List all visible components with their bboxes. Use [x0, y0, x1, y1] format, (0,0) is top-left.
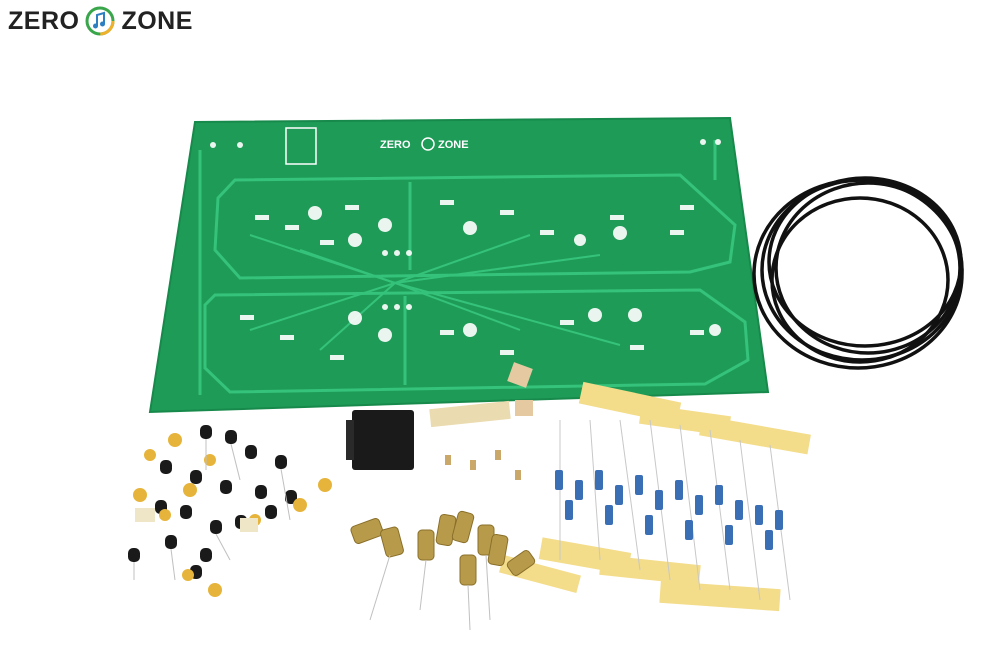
pcb-brand-left: ZERO: [380, 139, 411, 151]
small-resistor-strip: [429, 362, 533, 480]
resistor-bundle: [555, 419, 791, 601]
pcb-logo-icon: [421, 137, 435, 151]
cable-coil: [752, 176, 964, 370]
brand-right-word: ZONE: [121, 6, 193, 35]
electrolytic-capacitors: [350, 510, 536, 586]
music-note-circle-icon: [85, 6, 115, 36]
brand-logo: ZERO ZONE: [8, 6, 193, 36]
pcb-board: ZERO ZONE: [148, 116, 770, 414]
brand-left-word: ZERO: [8, 6, 80, 35]
transistor-pile: [128, 425, 332, 597]
resistor-tape-strips: [499, 381, 811, 612]
pcb-brand-right: ZONE: [438, 139, 469, 151]
relay-component: [346, 410, 414, 470]
